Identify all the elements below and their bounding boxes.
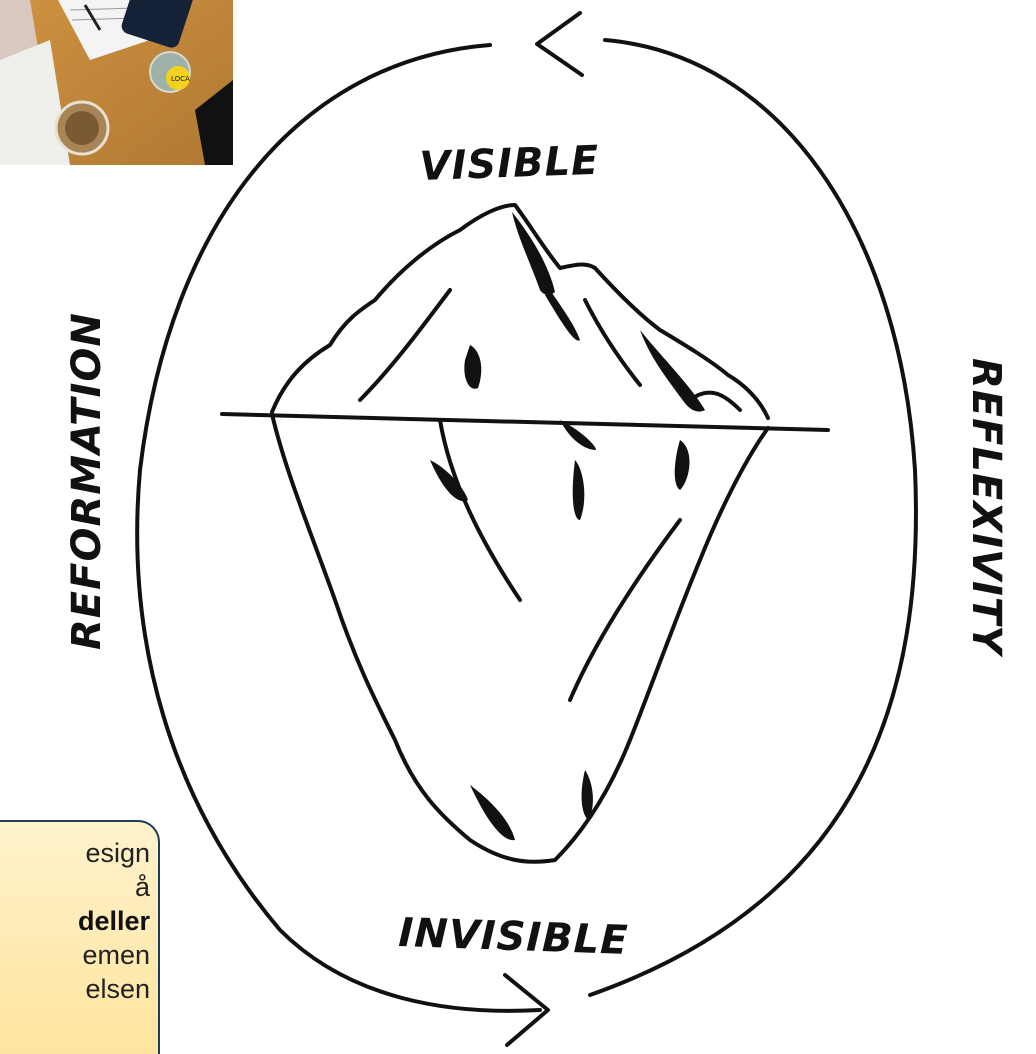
callout-line: elsen bbox=[0, 972, 158, 1006]
callout-line: emen bbox=[0, 938, 158, 972]
label-reformation: REFORMATION bbox=[64, 312, 110, 650]
cycle-arc-right bbox=[590, 40, 916, 995]
arrowhead-top bbox=[537, 13, 582, 75]
iceberg-invisible bbox=[272, 414, 768, 862]
waterline bbox=[222, 414, 828, 430]
label-invisible: INVISIBLE bbox=[398, 910, 630, 964]
label-reflexivity: REFLEXIVITY bbox=[963, 358, 1009, 658]
callout-line: å bbox=[0, 870, 158, 904]
callout-line: esign bbox=[0, 836, 158, 870]
callout-line-bold: deller bbox=[0, 904, 158, 938]
label-visible: VISIBLE bbox=[419, 138, 600, 190]
callout-box: esign å deller emen elsen bbox=[0, 820, 160, 1054]
